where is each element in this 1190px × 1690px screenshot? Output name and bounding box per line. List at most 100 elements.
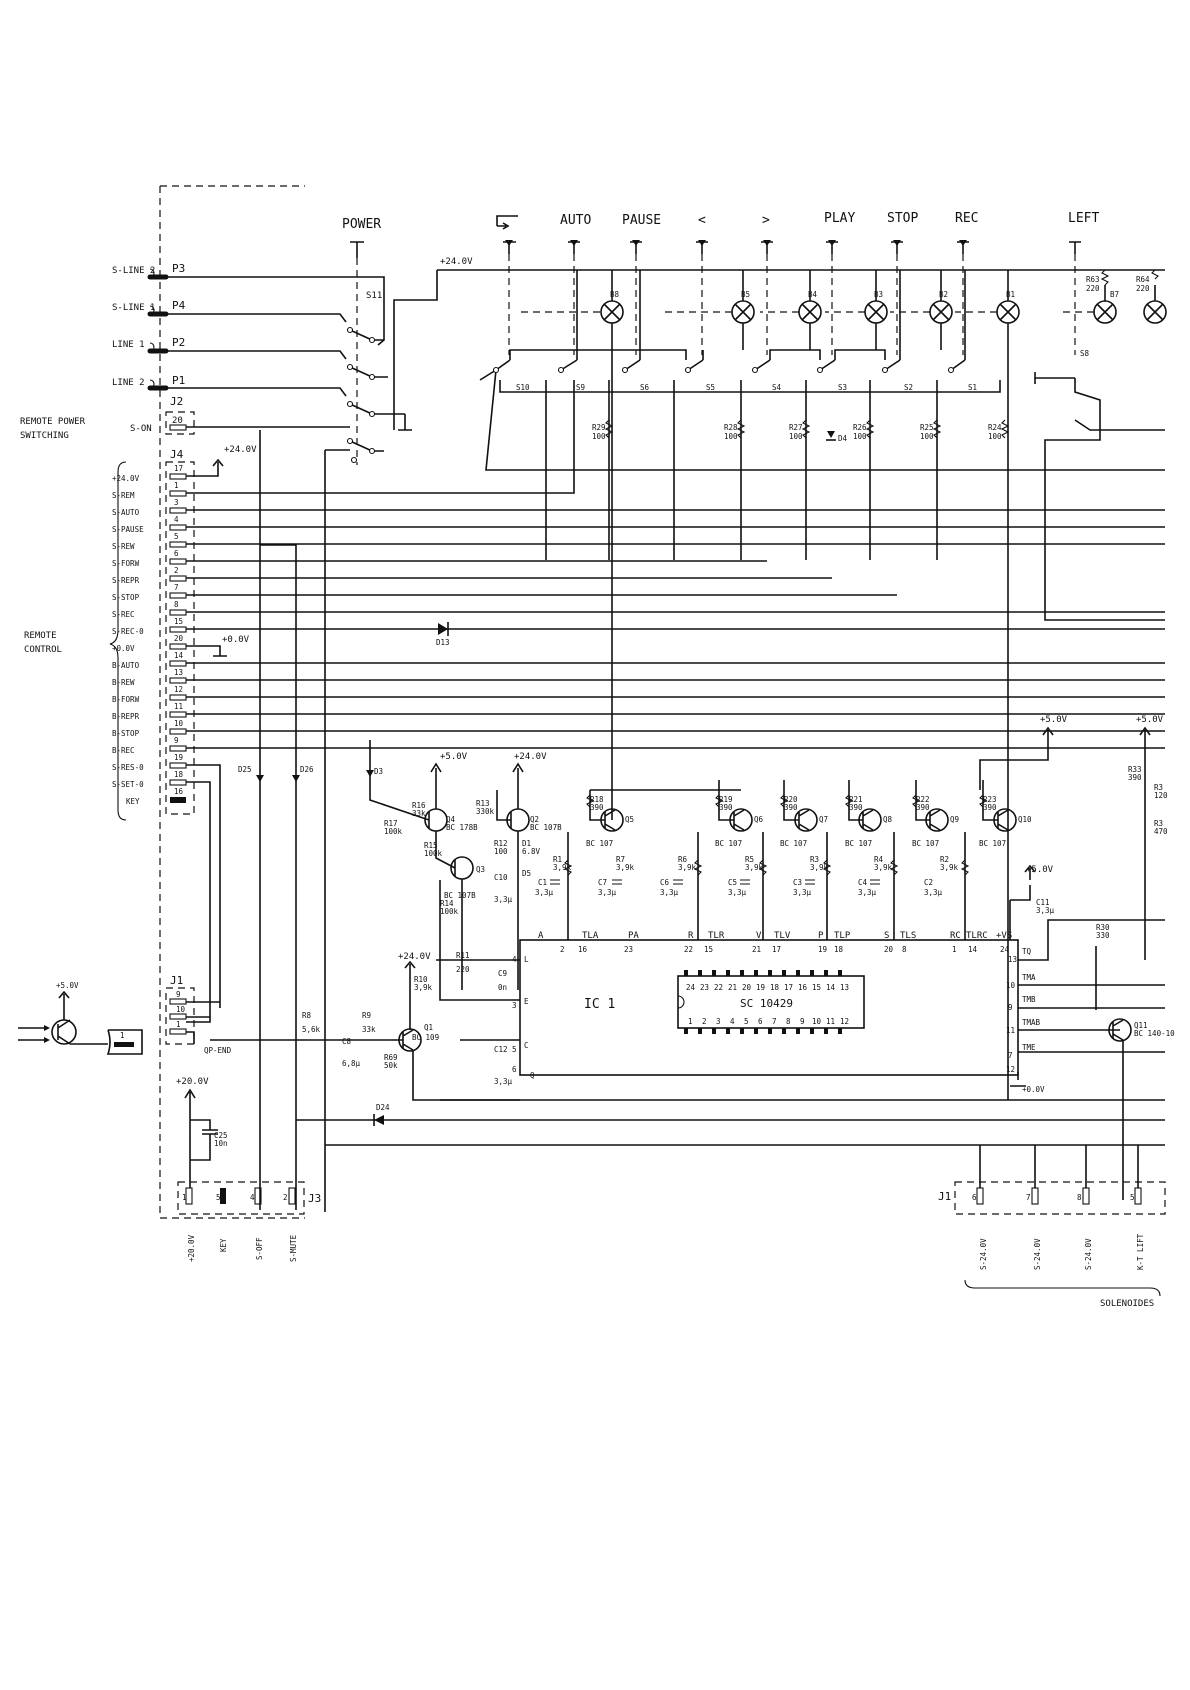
j4-row-signal: +0.0V: [112, 644, 135, 653]
svg-text:4: 4: [250, 1193, 255, 1202]
ic1-bus-label: TLV: [774, 931, 791, 941]
j4-row-pin: 7: [174, 583, 179, 592]
svg-text:C3: C3: [793, 878, 802, 887]
j4-row-signal: S-FORW: [112, 559, 140, 568]
j4-row-pin: 10: [174, 719, 184, 728]
svg-text:BC 178B: BC 178B: [446, 823, 478, 832]
svg-text:3,3µ: 3,3µ: [728, 888, 747, 897]
j4-row-pin: 19: [174, 753, 183, 762]
svg-text:220: 220: [1086, 284, 1100, 293]
wire-p2: [166, 350, 347, 360]
actuator-arrow-icons: [505, 240, 967, 246]
svg-text:11: 11: [1006, 1026, 1015, 1035]
ic1-top-pin: 16: [798, 983, 808, 992]
svg-text:TMAB: TMAB: [1022, 1018, 1041, 1027]
connector-name: S-LINE 2: [112, 266, 155, 276]
j4-row-pin: 20: [174, 634, 184, 643]
svg-text:100: 100: [853, 432, 867, 441]
button-label-pause: PAUSE: [622, 213, 661, 228]
svg-text:50k: 50k: [384, 1061, 398, 1070]
indicator-lamps: B8 B5 B4 B3 B2 B1 B7 R63 220 R64 220: [520, 269, 1167, 324]
supply-20v: +20.0V C25 10n: [176, 1077, 228, 1188]
svg-text:R20: R20: [784, 795, 798, 804]
ic1-bottom-pin: 11: [826, 1017, 835, 1026]
ic1-bottom-pin: 1: [688, 1017, 693, 1026]
svg-text:S6: S6: [640, 383, 650, 392]
ic1-bottom-pin: 7: [772, 1017, 777, 1026]
wire-power-return: [324, 449, 350, 1212]
svg-text:R12: R12: [494, 839, 508, 848]
right-supplies: +5.0V +5.0V R33 390 R3 120 R3 470 R30 33…: [979, 715, 1175, 1200]
j4-row-signal: B-REC: [112, 746, 135, 755]
svg-text:Q: Q: [530, 1071, 535, 1080]
svg-text:3,3µ: 3,3µ: [1036, 906, 1055, 915]
svg-text:2: 2: [283, 1193, 288, 1202]
phototransistor-icon: [51, 1019, 77, 1045]
svg-text:3: 3: [512, 1001, 517, 1010]
svg-text:R4: R4: [874, 855, 884, 864]
svg-text:1: 1: [120, 1031, 125, 1040]
svg-text:BC 107: BC 107: [979, 839, 1006, 848]
ic1-bottom-pin: 3: [716, 1017, 721, 1026]
svg-text:9: 9: [1008, 1003, 1013, 1012]
svg-text:C4: C4: [858, 878, 868, 887]
j4-row-signal: B-FORW: [112, 695, 140, 704]
j4-row-signal: S-REM: [112, 491, 135, 500]
svg-text:100k: 100k: [384, 827, 403, 836]
svg-text:Q2: Q2: [530, 815, 539, 824]
lamp-return-lines: [611, 323, 1009, 1100]
svg-text:Q6: Q6: [754, 815, 764, 824]
svg-text:TMA: TMA: [1022, 973, 1036, 982]
svg-text:R26: R26: [853, 423, 867, 432]
svg-text:BC 107: BC 107: [912, 839, 939, 848]
svg-text:C25: C25: [214, 1131, 228, 1140]
svg-text:S10: S10: [516, 383, 530, 392]
svg-text:470: 470: [1154, 827, 1168, 836]
ic1-top-pin: 14: [826, 983, 836, 992]
svg-text:+5.0V: +5.0V: [440, 752, 468, 762]
ic1-bus-pin: 2: [560, 945, 565, 954]
ic1-bus-pin: 21: [752, 945, 761, 954]
svg-text:330: 330: [1096, 931, 1110, 940]
svg-text:BC 107: BC 107: [715, 839, 742, 848]
j1-right-label: J1: [938, 1190, 951, 1203]
ic1-bus-pin: 22: [684, 945, 693, 954]
svg-text:3,9k: 3,9k: [810, 863, 829, 872]
svg-text:+5.0V: +5.0V: [56, 981, 79, 990]
ic1-bus-label: TLR: [708, 931, 725, 941]
j1-connector: J1 9 10 1 QP-END +5.0V 1: [18, 974, 232, 1055]
j4-row-pin: 11: [174, 702, 183, 711]
j4-row-signal: S-REW: [112, 542, 135, 551]
connector-pin: P2: [172, 336, 185, 349]
wire-p4: [166, 313, 347, 323]
svg-text:1: 1: [176, 1020, 181, 1029]
svg-text:390: 390: [849, 803, 863, 812]
solenoides-label: SOLENOIDES: [1100, 1299, 1154, 1309]
svg-text:R3: R3: [1154, 783, 1163, 792]
svg-text:TMB: TMB: [1022, 995, 1036, 1004]
svg-text:R19: R19: [719, 795, 733, 804]
svg-text:Q8: Q8: [883, 815, 893, 824]
j4-row-signal: B-STOP: [112, 729, 140, 738]
q1-stage: +24.0V R10 3,9k Q1 BC 109 R8 5,6k R9 33k…: [210, 951, 520, 1101]
j4-connector: J4 REMOTE CONTROL +24.0V S-REM S-AUTO S-…: [24, 445, 257, 821]
button-label-auto: AUTO: [560, 213, 591, 228]
svg-text:S-OFF: S-OFF: [255, 1237, 264, 1260]
j4-row-signal: S-REC: [112, 610, 135, 619]
svg-text:3,9k: 3,9k: [874, 863, 893, 872]
svg-text:B4: B4: [808, 290, 818, 299]
svg-text:S-24.0V: S-24.0V: [1033, 1238, 1042, 1270]
svg-text:S9: S9: [576, 383, 585, 392]
svg-text:C11: C11: [1036, 898, 1050, 907]
rc-networks: R1 3,9k C1 3,3µ R7 3,9k C7 3,3µ R6 3,9k …: [535, 832, 970, 940]
diodes-d25-d26: D25 D26: [238, 430, 314, 1210]
svg-text:S5: S5: [706, 383, 715, 392]
svg-text:S4: S4: [772, 383, 782, 392]
svg-text:100: 100: [592, 432, 606, 441]
svg-text:3,3µ: 3,3µ: [660, 888, 679, 897]
solenoid-connector: J1 6 7 8 5 S-24.0V S-24.0V S-24.0V K-T L…: [938, 1145, 1166, 1309]
svg-text:D1: D1: [522, 839, 531, 848]
solenoid-brace: [964, 1279, 1161, 1297]
ic1-bus-label: RC: [950, 931, 961, 941]
svg-text:C5: C5: [728, 878, 737, 887]
